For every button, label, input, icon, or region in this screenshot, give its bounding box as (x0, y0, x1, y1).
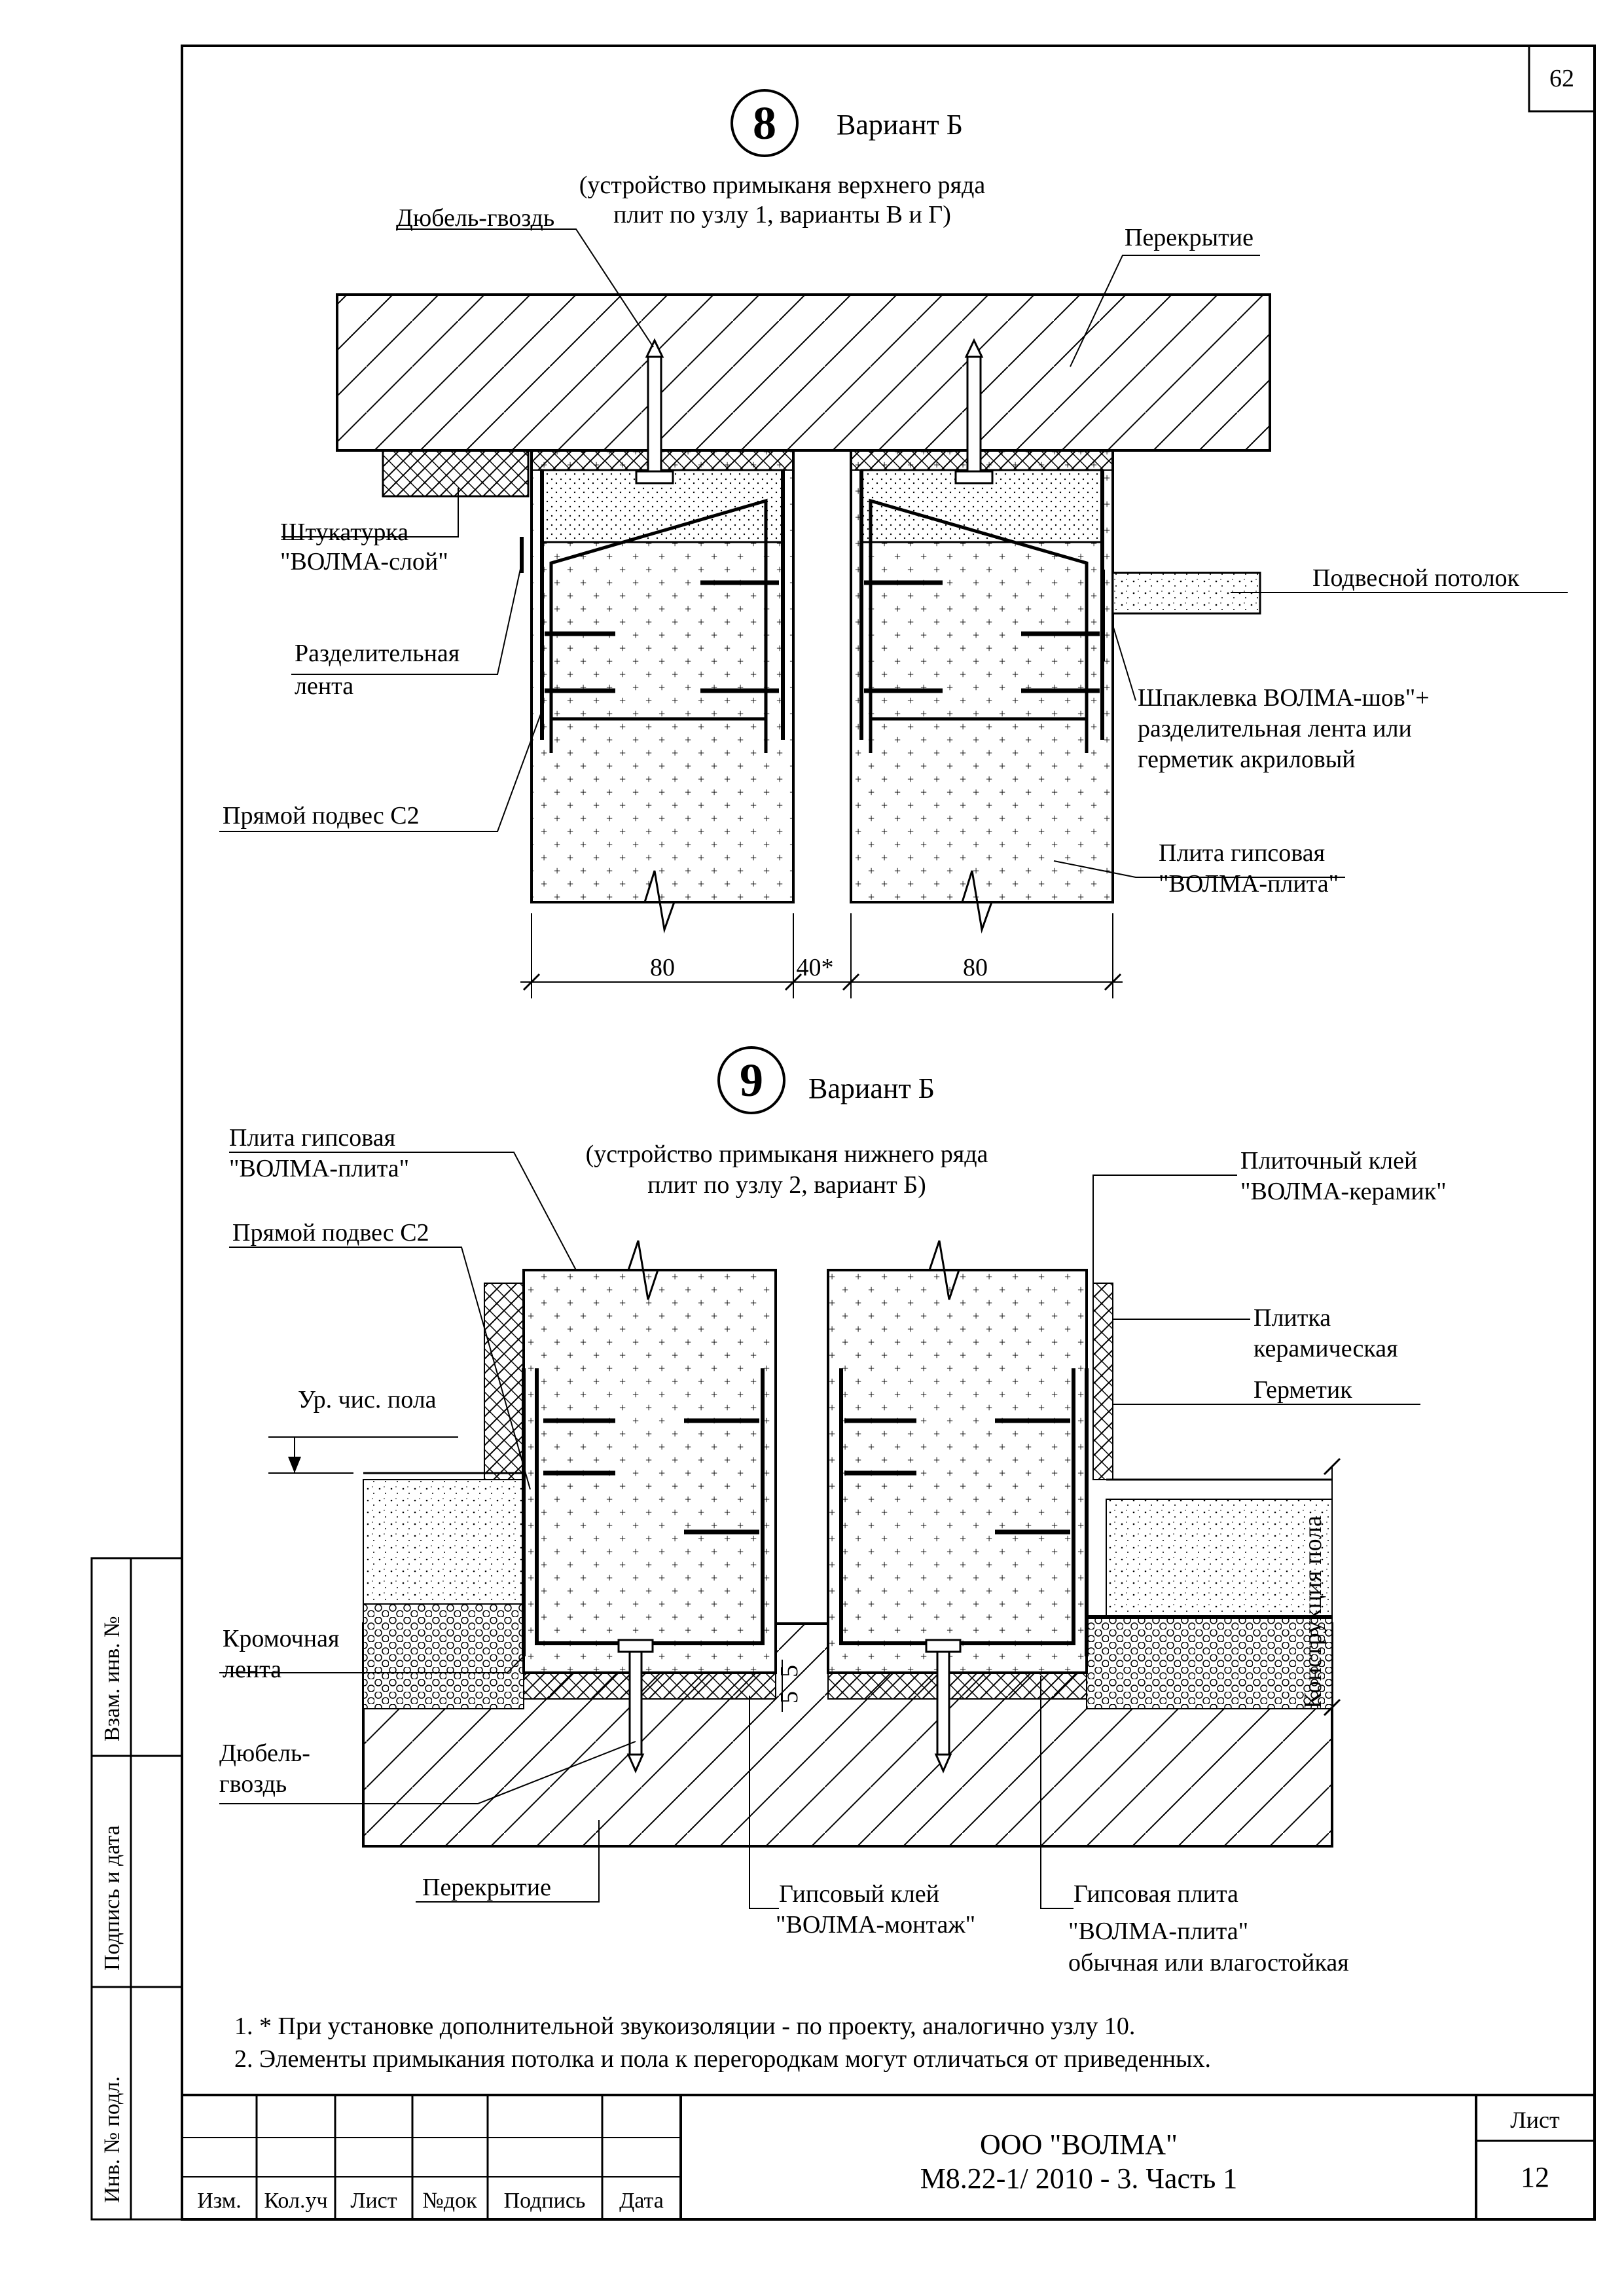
node8-label-plaster-2: "ВОЛМА-слой" (280, 548, 448, 575)
stamp-header-izm: Изм. (197, 2189, 242, 2213)
node8-subtitle-1: (устройство примыканя верхнего ряда (579, 172, 986, 199)
sheet-frame (181, 45, 1596, 2221)
stamp-company: ООО "ВОЛМА" (980, 2128, 1178, 2160)
stamp-document: М8.22-1/ 2010 - 3. Часть 1 (920, 2162, 1238, 2195)
node8-label-putty-3: герметик акриловый (1138, 746, 1356, 773)
node8-dim-gap: 40* (797, 954, 834, 981)
node9-title: Вариант Б (808, 1072, 935, 1104)
node9-tile (1092, 1283, 1113, 1480)
node8-number: 8 (753, 97, 776, 149)
node9-label-floor-construction: Конструкция пола (1299, 1516, 1327, 1709)
node8-dim-left: 80 (650, 954, 675, 981)
stamp-header-podpis: Подпись (504, 2189, 586, 2213)
node9-label-dowel-1: Дюбель- (219, 1740, 310, 1767)
node8-subtitle-2: плит по узлу 1, варианты В и Г) (613, 201, 951, 228)
node9-screed-right (1106, 1499, 1333, 1618)
side-stamp (90, 1557, 183, 2221)
node8-label-board-2: "ВОЛМА-плита" (1159, 870, 1339, 898)
node9-drawing (219, 1152, 1420, 1909)
node9-subtitle-2: плит по узлу 2, вариант Б) (647, 1171, 926, 1199)
node8-title: Вариант Б (837, 109, 963, 141)
node9-label-board-2: "ВОЛМА-плита" (229, 1155, 409, 1182)
node8-label-board-1: Плита гипсовая (1159, 839, 1325, 867)
node9-insulation-right (1086, 1616, 1333, 1709)
node9-label-gboard-1: Гипсовая плита (1074, 1880, 1238, 1908)
node8-number-circle (731, 89, 799, 157)
node8-label-dowel: Дюбель-гвоздь (396, 204, 554, 232)
stamp-sheet-number: 12 (1521, 2161, 1549, 2193)
node9-label-tile-glue-2: "ВОЛМА-керамик" (1240, 1178, 1447, 1205)
node8-label-tape-1: Разделительная (295, 640, 460, 667)
node8-label-putty-2: разделительная лента или (1138, 715, 1412, 742)
node9-label-gboard-3: обычная или влагостойкая (1068, 1949, 1349, 1977)
node9-subtitle-1: (устройство примыканя нижнего ряда (586, 1140, 988, 1168)
node8-dim-right: 80 (963, 954, 988, 981)
page-number: 62 (1549, 65, 1574, 92)
node8-label-plaster-1: Штукатурка (280, 519, 408, 546)
node9-dim-5a: 5 (776, 1665, 803, 1677)
stamp-header-ndok: №док (422, 2189, 477, 2213)
node8-label-putty-1: Шпаклевка ВОЛМА-шов"+ (1138, 684, 1430, 712)
node8-label-slab: Перекрытие (1125, 224, 1254, 251)
note-2: 2. Элементы примыкания потолка и пола к … (234, 2045, 1211, 2073)
node8-drawing (219, 228, 1568, 998)
stamp-header-list: Лист (350, 2189, 397, 2213)
node9-label-tile-2: керамическая (1254, 1335, 1398, 1362)
node9-label-floor-level: Ур. чис. пола (298, 1386, 437, 1413)
node9-label-tile-glue-1: Плиточный клей (1240, 1147, 1417, 1175)
node9-dim-5b: 5 (776, 1691, 803, 1704)
node9-label-slab: Перекрытие (422, 1874, 551, 1901)
node9-number: 9 (740, 1054, 763, 1106)
node9-label-dowel-2: гвоздь (219, 1770, 287, 1798)
node8-plaster (382, 449, 530, 498)
node9-label-hanger: Прямой подвес С2 (232, 1219, 429, 1247)
node9-number-circle (717, 1046, 785, 1114)
node9-label-gboard-2: "ВОЛМА-плита" (1068, 1918, 1248, 1945)
node9-label-edge-tape-1: Кромочная (223, 1625, 339, 1652)
node9-label-tile-1: Плитка (1254, 1304, 1331, 1332)
node9-label-sealant: Герметик (1254, 1376, 1352, 1404)
node8-label-ceiling: Подвесной потолок (1312, 564, 1520, 592)
node8-label-tape-2: лента (295, 672, 353, 700)
node9-label-edge-tape-2: лента (223, 1656, 281, 1683)
stamp-header-data: Дата (619, 2189, 664, 2213)
stamp-sheet-label: Лист (1510, 2107, 1560, 2133)
node8-label-hanger: Прямой подвес С2 (223, 802, 420, 829)
node8-slab (336, 293, 1271, 452)
stamp-header-koluch: Кол.уч (264, 2189, 327, 2213)
node9-label-glue-1: Гипсовый клей (779, 1880, 939, 1908)
note-1: 1. * При установке дополнительной звукои… (234, 2013, 1135, 2040)
node9-label-board-1: Плита гипсовая (229, 1124, 395, 1152)
title-block (182, 2094, 1595, 2219)
side-stamp-inv: Инв. № подл. (100, 2076, 124, 2203)
node9-insulation-left (363, 1603, 524, 1709)
node9-label-glue-2: "ВОЛМА-монтаж" (776, 1911, 975, 1939)
node9-screed-left (363, 1479, 524, 1605)
side-stamp-vzam: Взам. инв. № (100, 1616, 124, 1741)
side-stamp-podpis: Подпись и дата (100, 1825, 124, 1971)
